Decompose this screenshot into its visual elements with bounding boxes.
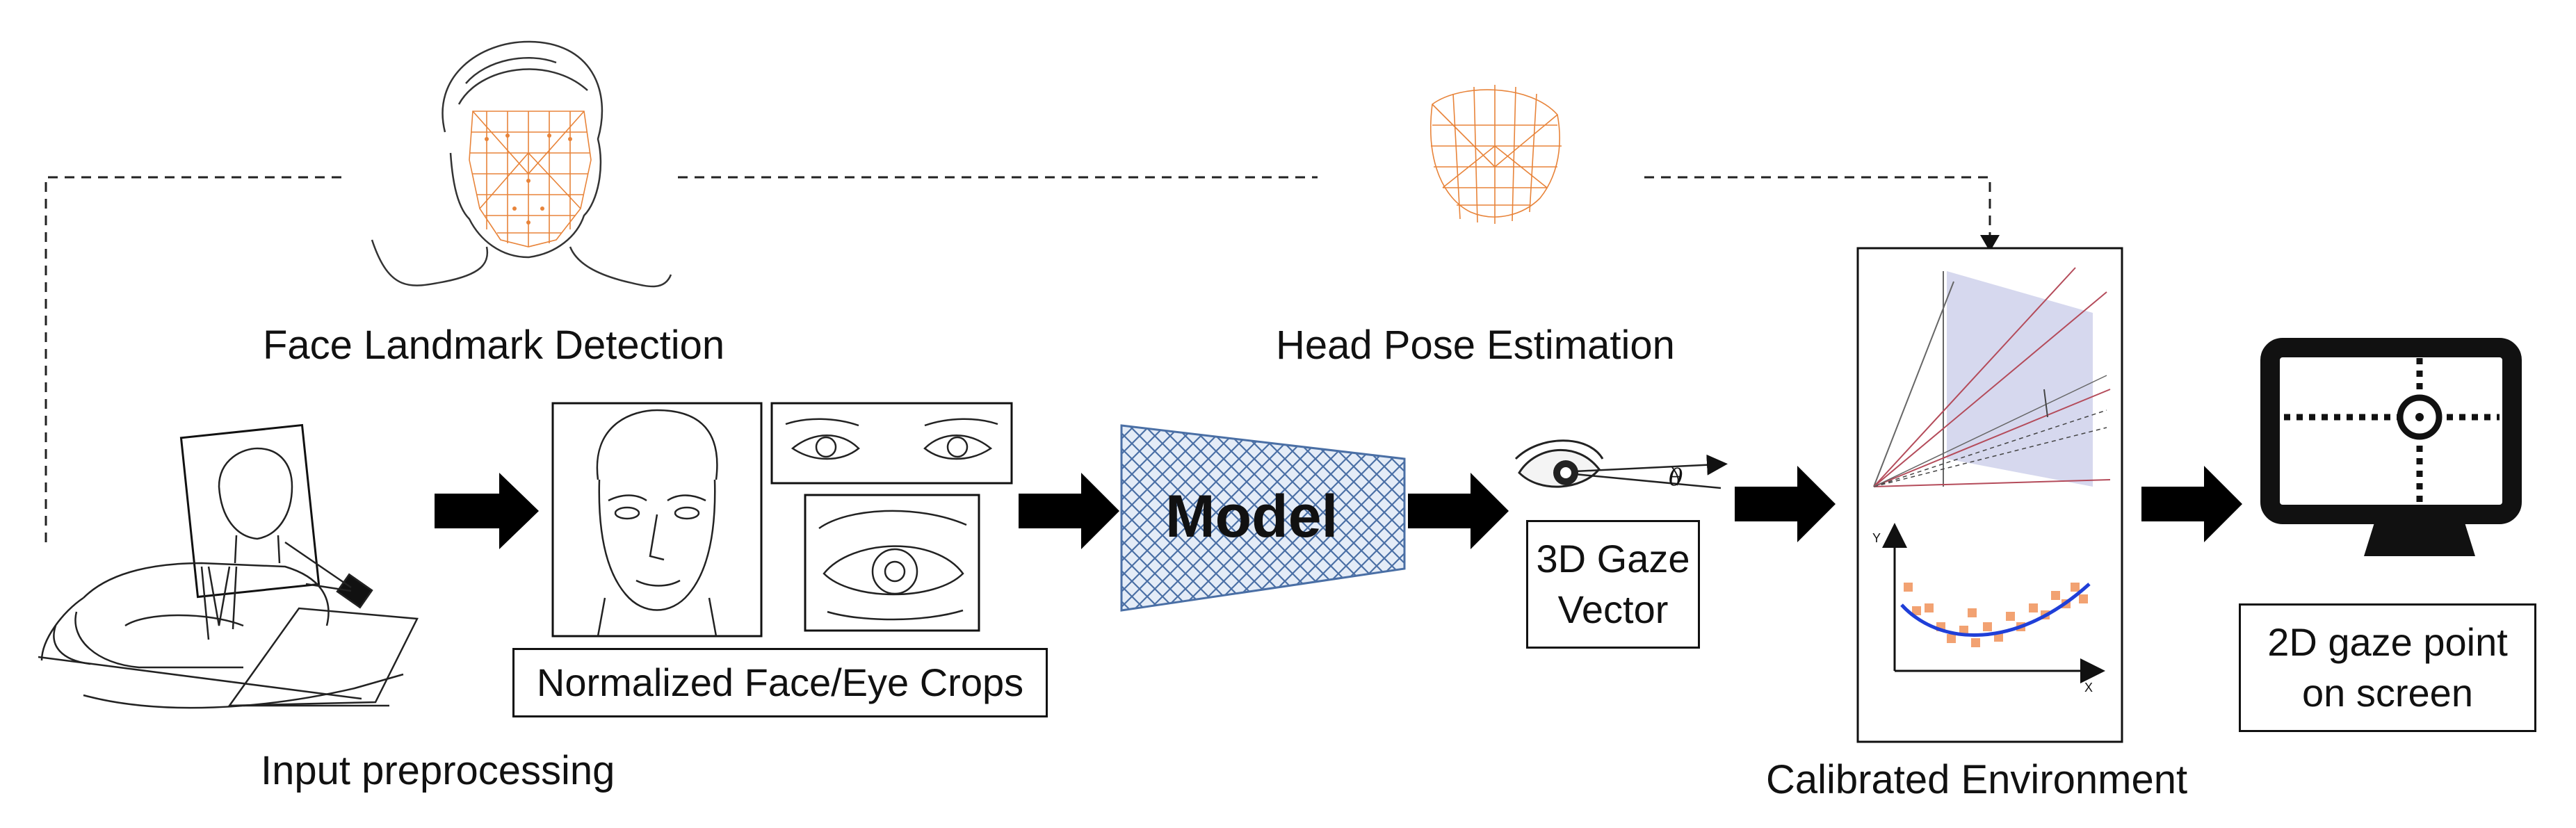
- scatter-x-axis-label: X: [2084, 681, 2093, 695]
- arrow-crops-to-model: [1019, 473, 1119, 549]
- normalized-face-crop: [551, 402, 763, 638]
- normalized-crops-caption: Normalized Face/Eye Crops: [512, 648, 1048, 717]
- gaze-point-line2: on screen: [2302, 670, 2473, 715]
- eye-icon: [1514, 439, 1728, 489]
- head-pose-mesh-illustration: [1429, 85, 1562, 224]
- gaze-vector-line2: Vector: [1557, 587, 1669, 631]
- normalized-crops-text: Normalized Face/Eye Crops: [536, 660, 1024, 704]
- arrow-preprocess-to-crops: [435, 473, 539, 549]
- head-pose-estimation-label: Head Pose Estimation: [1276, 323, 1675, 368]
- eyes-crop-both: [770, 402, 1013, 485]
- gaze-vector-caption: 3D Gaze Vector: [1526, 520, 1700, 649]
- user-laptop-webcam-illustration: [38, 423, 419, 709]
- arrow-calibration-to-screen: [2141, 466, 2242, 542]
- calibrated-environment-panel: [1856, 247, 2123, 743]
- dashed-connector-arrowhead: [1980, 235, 2000, 252]
- eye-closeup-crop: [804, 494, 980, 632]
- input-preprocessing-label: Input preprocessing: [261, 748, 615, 793]
- theta-symbol: θ: [1669, 464, 1683, 492]
- calibration-3d-geometry: [1873, 267, 2111, 487]
- dashed-connector: [44, 176, 1991, 542]
- gaze-point-caption: 2D gaze point on screen: [2239, 603, 2536, 732]
- calibration-scatter-plot: [1882, 523, 2105, 683]
- face-landmark-mesh-illustration: [371, 40, 672, 288]
- monitor-crosshair-icon: [2260, 338, 2522, 556]
- scatter-y-axis-label: Y: [1872, 531, 1881, 545]
- arrow-gaze-to-calibration: [1735, 466, 1836, 542]
- arrow-model-to-gaze: [1408, 473, 1509, 549]
- gaze-point-line1: 2D gaze point: [2267, 619, 2508, 664]
- gaze-vector-line1: 3D Gaze: [1536, 536, 1690, 581]
- model-label: Model: [1165, 483, 1338, 550]
- face-landmark-detection-label: Face Landmark Detection: [263, 323, 725, 368]
- model-block: [1120, 424, 1406, 612]
- calibrated-environment-label: Calibrated Environment: [1766, 757, 2188, 802]
- face-landmark-mesh-points: [469, 111, 592, 247]
